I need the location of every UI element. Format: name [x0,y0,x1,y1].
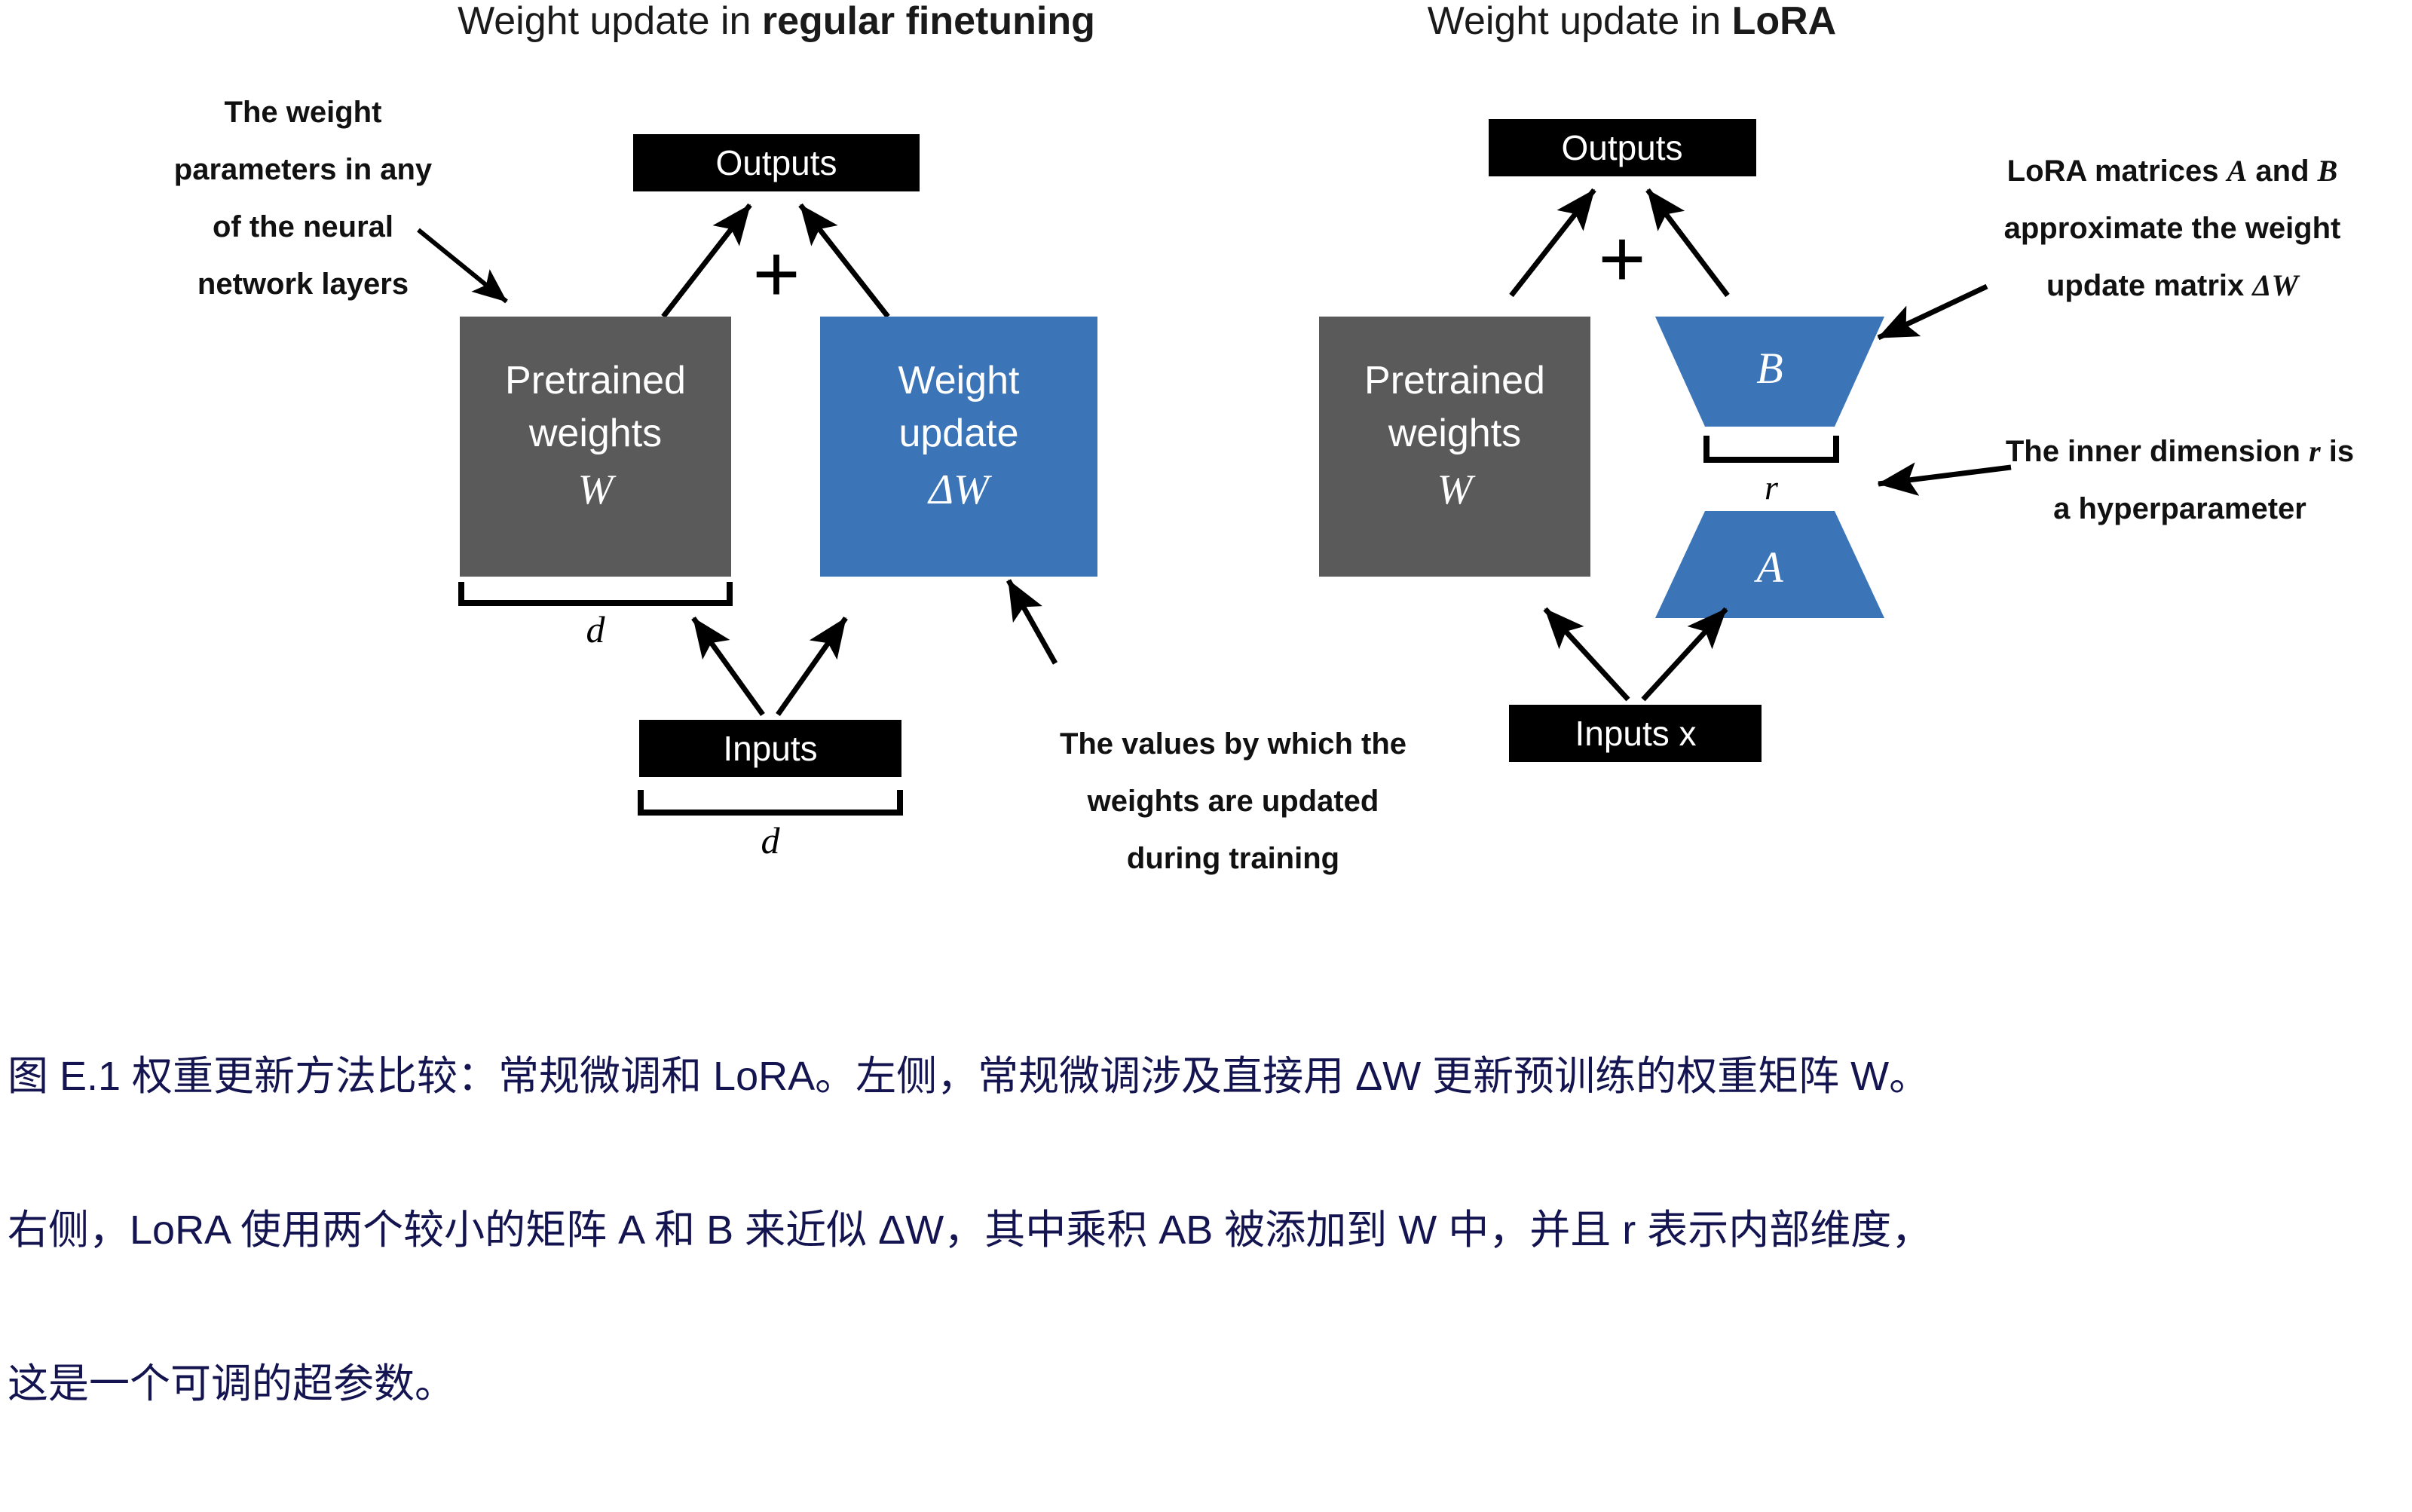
left-pretrained-weights-box [460,317,731,577]
right-arrow-w-to-outputs [1509,188,1596,298]
left-bracket-d-inputs-label: d [761,819,781,862]
left-note-weight-parameters: The weight parameters in any of the neur… [174,96,433,301]
right-bottom-note-line-2: a hyperparameter [2053,492,2306,525]
right-bracket-r-label: r [1765,468,1779,507]
left-panel-title: Weight update in regular finetuning [458,0,1095,43]
right-arrow-ba-to-outputs [1645,188,1730,298]
right-note-line-3: update matrix ΔW [2046,268,2300,302]
left-note-line-1: The weight [225,96,382,129]
right-title-emphasis: LoRA [1732,0,1837,43]
right-inputs-box [1509,705,1762,762]
left-bottom-note-line-2: weights are updated [1087,785,1379,818]
right-title-prefix: Weight update in [1428,0,1732,43]
right-note-line-1: LoRA matrices A and B [2007,154,2338,188]
right-top-note-arrow [1877,283,1988,341]
right-arrow-inputs-to-a [1641,607,1728,702]
matrix-a-trapezoid [1655,511,1884,618]
left-pretrained-line-1: Pretrained [505,359,686,402]
right-outputs-box [1489,119,1756,176]
left-arrow-inputs-to-dw [776,616,848,717]
right-bottom-note-line-1: The inner dimension r is [2006,434,2354,468]
left-note-arrow [417,228,508,304]
right-panel-title: Weight update in LoRA [1428,0,1836,43]
left-note-values-updated: The values by which the weights are upda… [1060,727,1406,875]
left-update-line-1: Weight [898,359,1020,402]
right-note-line-2: approximate the weight [2004,212,2341,245]
right-pretrained-symbol-w: W [1437,467,1476,513]
figure-page: Weight update in regular finetuning Weig… [8,0,2355,1406]
left-outputs-box [633,134,920,191]
right-pretrained-line-2: weights [1388,412,1521,455]
figure-caption: 图 E.1 权重更新方法比较：常规微调和 LoRA。左侧，常规微调涉及直接用 Δ… [8,948,2412,1512]
left-inputs-label: Inputs [723,729,817,768]
left-bracket-d-weights-label: d [586,608,606,650]
caption-line-2: 右侧，LoRA 使用两个较小的矩阵 A 和 B 来近似 ΔW，其中乘积 AB 被… [8,1207,1933,1253]
lora-comparison-diagram: Weight update in regular finetuning Weig… [174,0,2354,875]
left-note-line-4: network layers [197,268,409,301]
left-arrow-inputs-to-w [691,616,765,717]
left-bottom-note-line-3: during training [1127,842,1339,875]
left-outputs-label: Outputs [715,143,837,182]
left-title-prefix: Weight update in [458,0,762,43]
left-pretrained-symbol-w: W [578,467,617,513]
left-bracket-d-inputs [638,790,903,816]
left-weight-update-box [820,317,1097,577]
right-note-lora-matrices: LoRA matrices A and B approximate the we… [2004,154,2341,302]
left-arrow-w-to-outputs [661,203,752,319]
right-note-inner-dimension: The inner dimension r is a hyperparamete… [2006,434,2354,525]
left-bottom-note-arrow [1006,579,1058,665]
right-plus-symbol: + [1598,213,1645,304]
right-inputs-label: Inputs x [1575,714,1696,753]
left-pretrained-line-2: weights [528,412,662,455]
left-plus-symbol: + [752,228,800,319]
right-arrow-inputs-to-w [1543,607,1630,702]
left-arrow-dw-to-outputs [798,203,890,319]
left-bracket-d-weights [458,582,733,606]
right-pretrained-line-1: Pretrained [1364,359,1545,402]
right-bottom-note-arrow [1877,462,2012,496]
right-outputs-label: Outputs [1561,128,1682,167]
left-title-emphasis: regular finetuning [762,0,1095,43]
caption-line-3: 这是一个可调的超参数。 [8,1361,455,1406]
caption-line-1: 图 E.1 权重更新方法比较：常规微调和 LoRA。左侧，常规微调涉及直接用 Δ… [8,1054,1930,1099]
left-note-line-2: parameters in any [174,153,433,186]
matrix-b-trapezoid [1655,317,1884,427]
left-update-line-2: update [898,412,1018,455]
matrix-a-label: A [1753,543,1783,592]
left-bottom-note-line-1: The values by which the [1060,727,1406,761]
left-note-line-3: of the neural [213,210,393,243]
right-bracket-r [1703,436,1839,463]
left-inputs-box [639,720,901,777]
right-pretrained-weights-box [1319,317,1590,577]
matrix-b-label: B [1756,344,1783,393]
left-update-symbol-delta-w: ΔW [927,467,992,513]
